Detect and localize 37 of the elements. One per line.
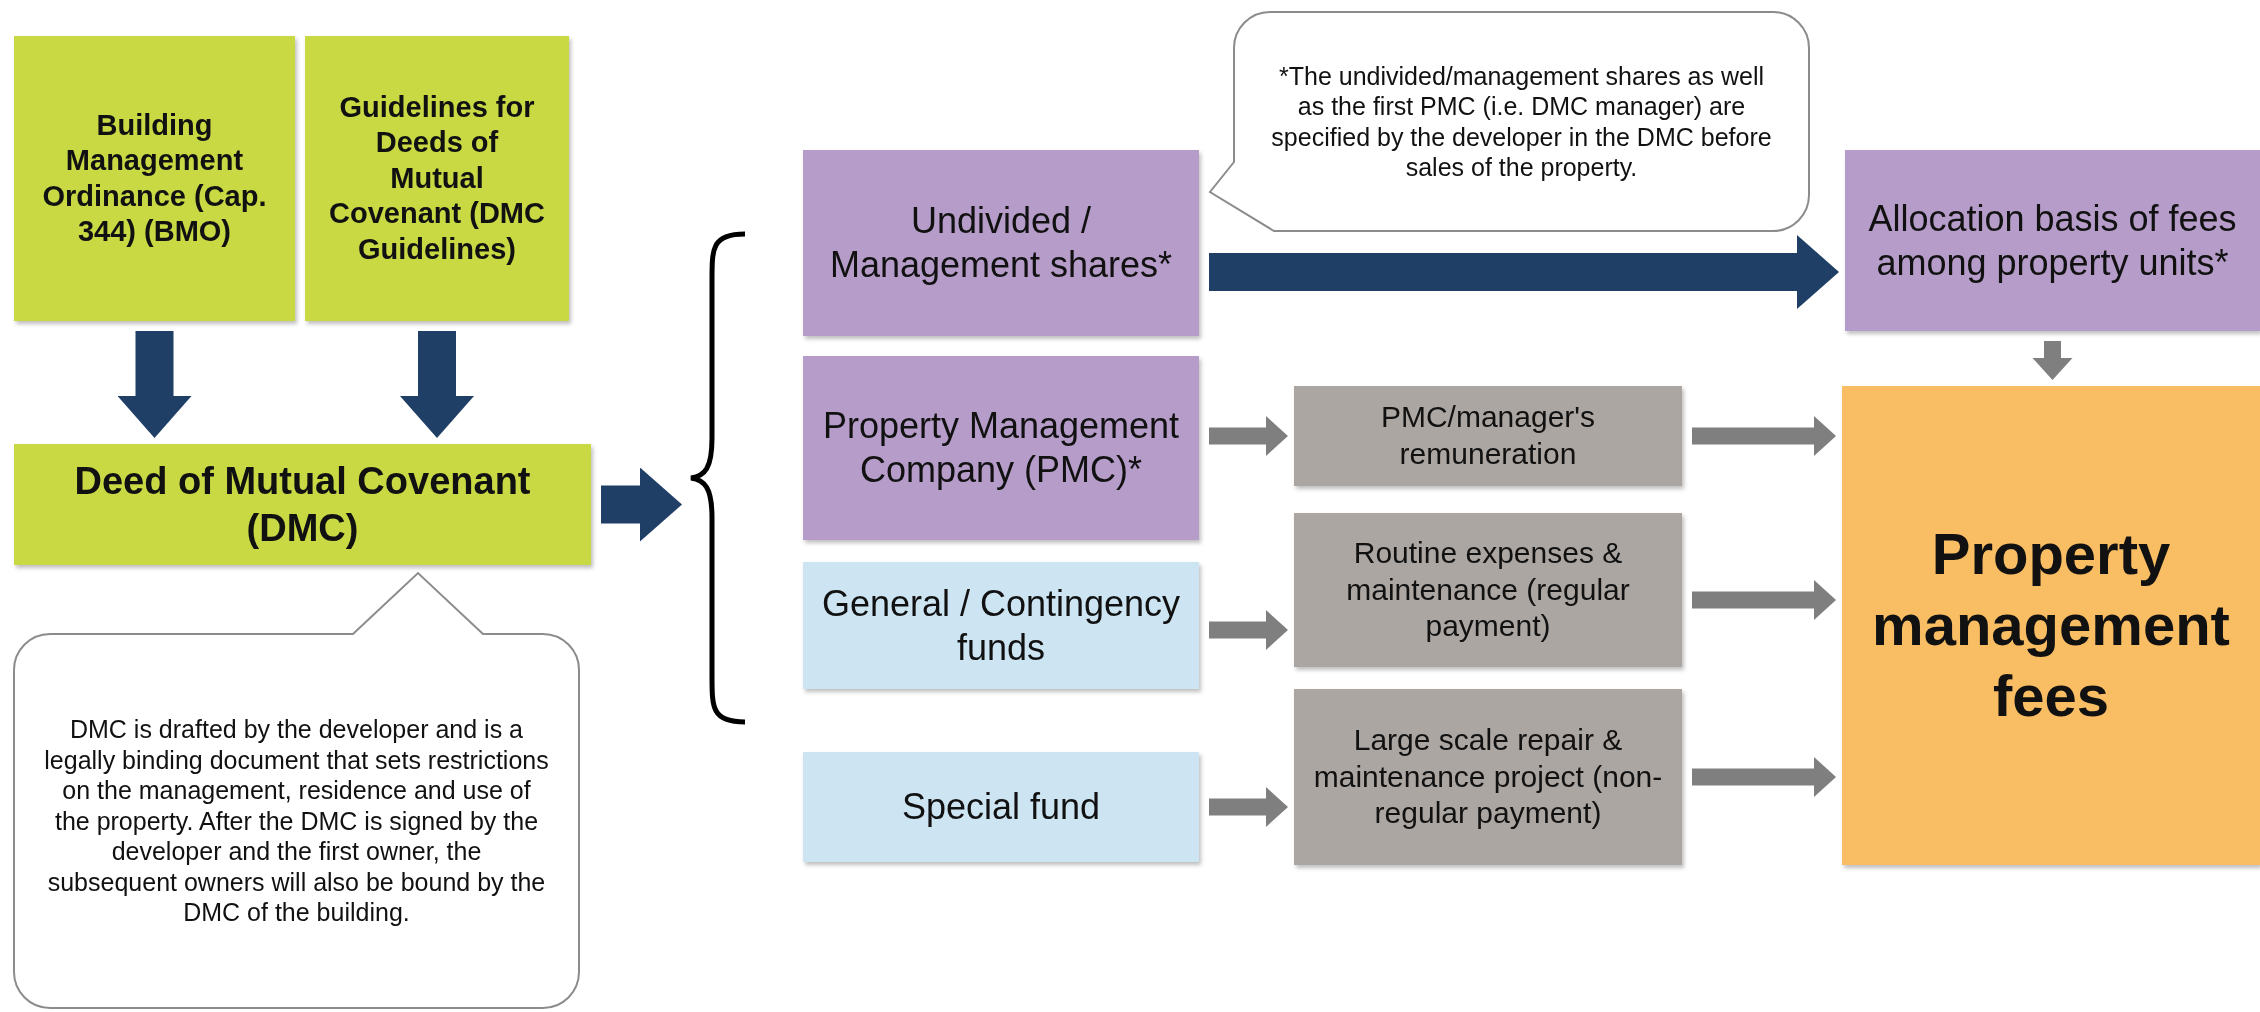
- result-box: [1842, 386, 2260, 865]
- arrow: [2032, 341, 2073, 380]
- box-text: Undivided / Management shares*: [828, 199, 1174, 287]
- process-box: [803, 562, 1199, 689]
- note-text: DMC is drafted by the developer and is a legally binding document that sets restrictions on the management, residence and use of the property. After the DMC is signed by the developer and the first owner, the subsequent owners will also be bound by the DMC of the building.: [44, 714, 549, 928]
- process-box: [14, 36, 295, 321]
- process-box: [1294, 513, 1682, 667]
- note-text: *The undivided/management shares as well as the first PMC (i.e. DMC manager) are specified by the developer in the DMC before sales of the property.: [1270, 60, 1773, 183]
- box-text: Guidelines for Deeds of Mutual Covenant (DMC Guidelines): [329, 90, 545, 267]
- box-text: Building Management Ordinance (Cap. 344) (BMO): [41, 107, 268, 249]
- box-text: Large scale repair & maintenance project (non-regular payment): [1312, 722, 1664, 832]
- box-text: Special fund: [901, 785, 1101, 829]
- box-text: Routine expenses & maintenance (regular payment): [1345, 535, 1631, 645]
- process-box: [1845, 150, 2260, 331]
- process-box: [14, 444, 591, 565]
- arrow: [1692, 757, 1836, 797]
- process-box: [305, 36, 569, 321]
- box-text: Property management fees: [1871, 520, 2231, 730]
- arrow: [1209, 610, 1288, 650]
- arrow: [601, 467, 682, 542]
- process-box: [803, 150, 1199, 336]
- arrow: [1209, 235, 1839, 309]
- process-box: [803, 752, 1199, 862]
- arrow: [1692, 580, 1836, 620]
- box-text: Property Management Company (PMC)*: [821, 404, 1181, 492]
- arrow: [1209, 416, 1288, 456]
- arrow: [1692, 416, 1836, 456]
- process-box: [1294, 386, 1682, 486]
- arrow: [117, 331, 192, 438]
- process-box: [803, 356, 1199, 540]
- process-box: [1294, 689, 1682, 865]
- box-text: General / Contingency funds: [820, 581, 1182, 670]
- arrow: [1209, 787, 1288, 827]
- box-text: Allocation basis of fees among property units*: [1867, 196, 2238, 285]
- box-text: Deed of Mutual Covenant (DMC): [73, 459, 532, 551]
- box-text: PMC/manager's remuneration: [1379, 399, 1597, 472]
- arrow: [400, 331, 474, 438]
